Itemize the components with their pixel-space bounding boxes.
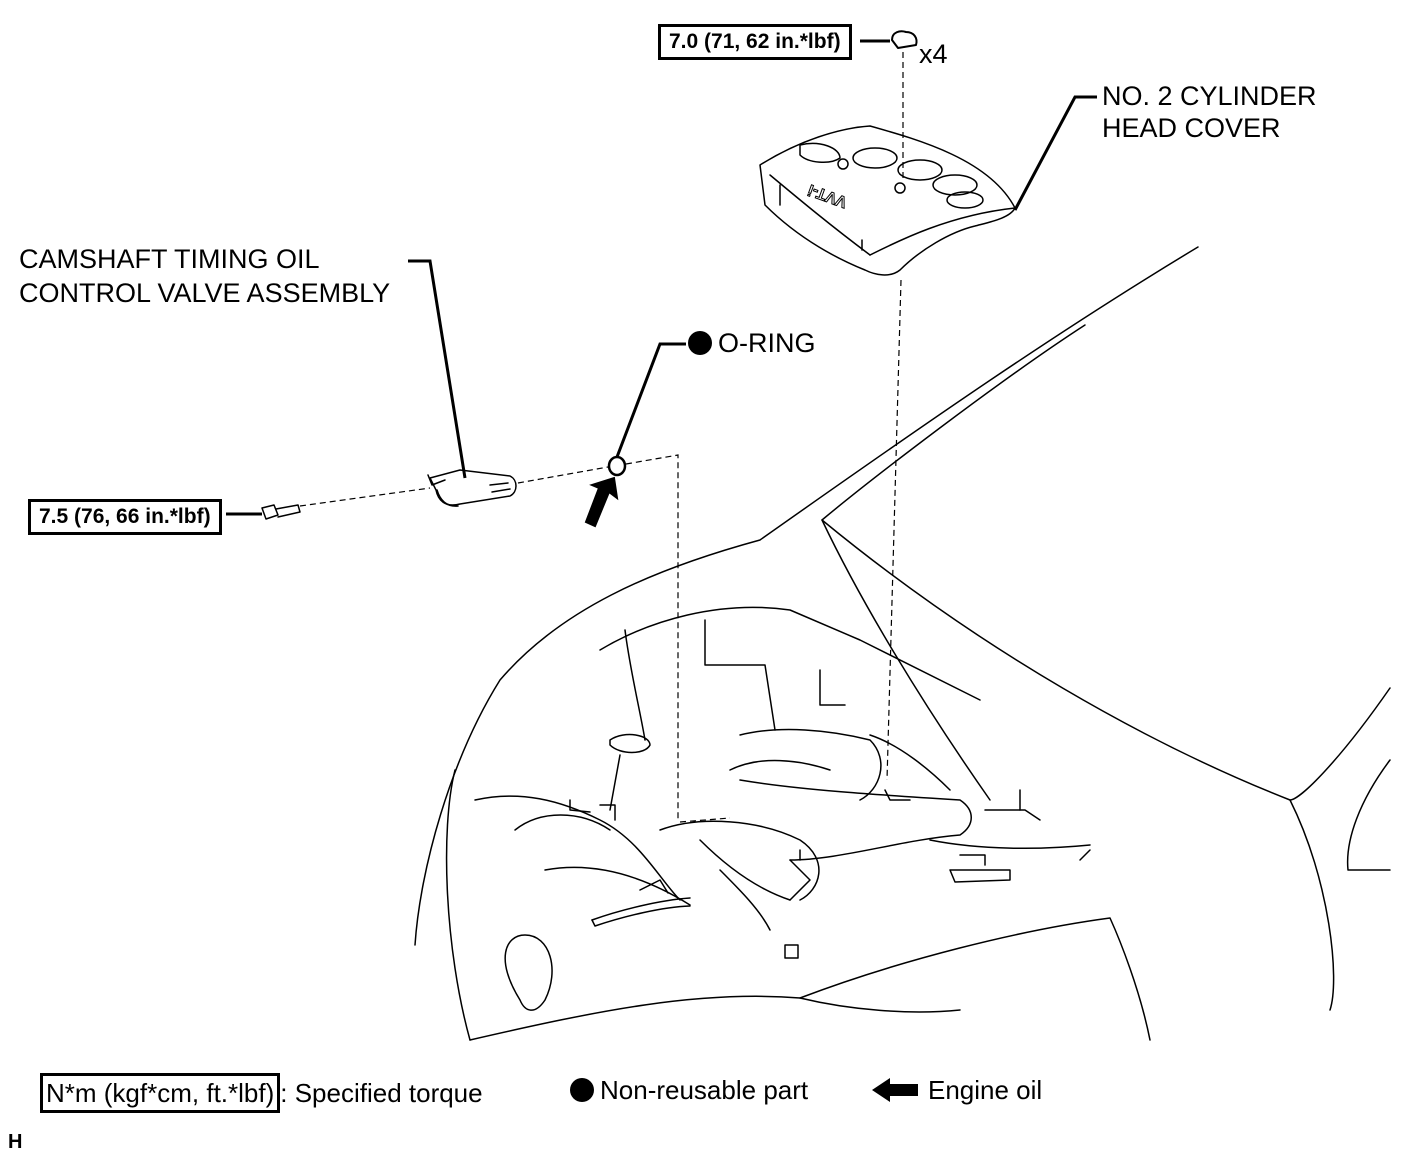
vehicle-hood-outline [414, 246, 1391, 1041]
leader-lines [226, 39, 1097, 516]
valve-label-line1: CAMSHAFT TIMING OIL [19, 244, 320, 274]
corner-mark: H [8, 1131, 23, 1153]
legend-arrow-icon [872, 1078, 918, 1102]
torque-cover-box: 7.0 (71, 62 in.*lbf) [658, 24, 852, 60]
head-cover-label-line1: NO. 2 CYLINDER [1102, 81, 1317, 111]
cover-logo: VVT-i [806, 181, 849, 211]
oil-control-valve-drawing [427, 469, 517, 507]
non-reusable-dot-icon [688, 331, 712, 355]
front-bumper [469, 917, 1151, 1041]
legend-non-reusable: Non-reusable part [570, 1073, 808, 1107]
o-ring-drawing [607, 455, 627, 477]
head-cover-label-line2: HEAD COVER [1102, 113, 1281, 143]
engine-oil-arrow-icon [584, 476, 619, 528]
valve-label-line2: CONTROL VALVE ASSEMBLY [19, 278, 391, 308]
legend-torque-text: : Specified torque [280, 1078, 483, 1108]
bolt-drawing [261, 504, 301, 520]
cylinder-head-cover-drawing [759, 125, 1016, 276]
nut-icon [891, 30, 918, 49]
torque-bolt-box: 7.5 (76, 66 in.*lbf) [28, 499, 222, 535]
legend-dot-icon [570, 1078, 594, 1102]
quantity-label: x4 [919, 39, 948, 69]
engine-bay [474, 606, 1091, 959]
legend-torque-units: N*m (kgf*cm, ft.*lbf) [40, 1073, 281, 1113]
o-ring-label: O-RING [688, 327, 816, 360]
legend-torque: N*m (kgf*cm, ft.*lbf): Specified torque [40, 1073, 483, 1113]
legend-engine-oil: Engine oil [872, 1073, 1042, 1107]
assembly-lines [299, 52, 904, 823]
